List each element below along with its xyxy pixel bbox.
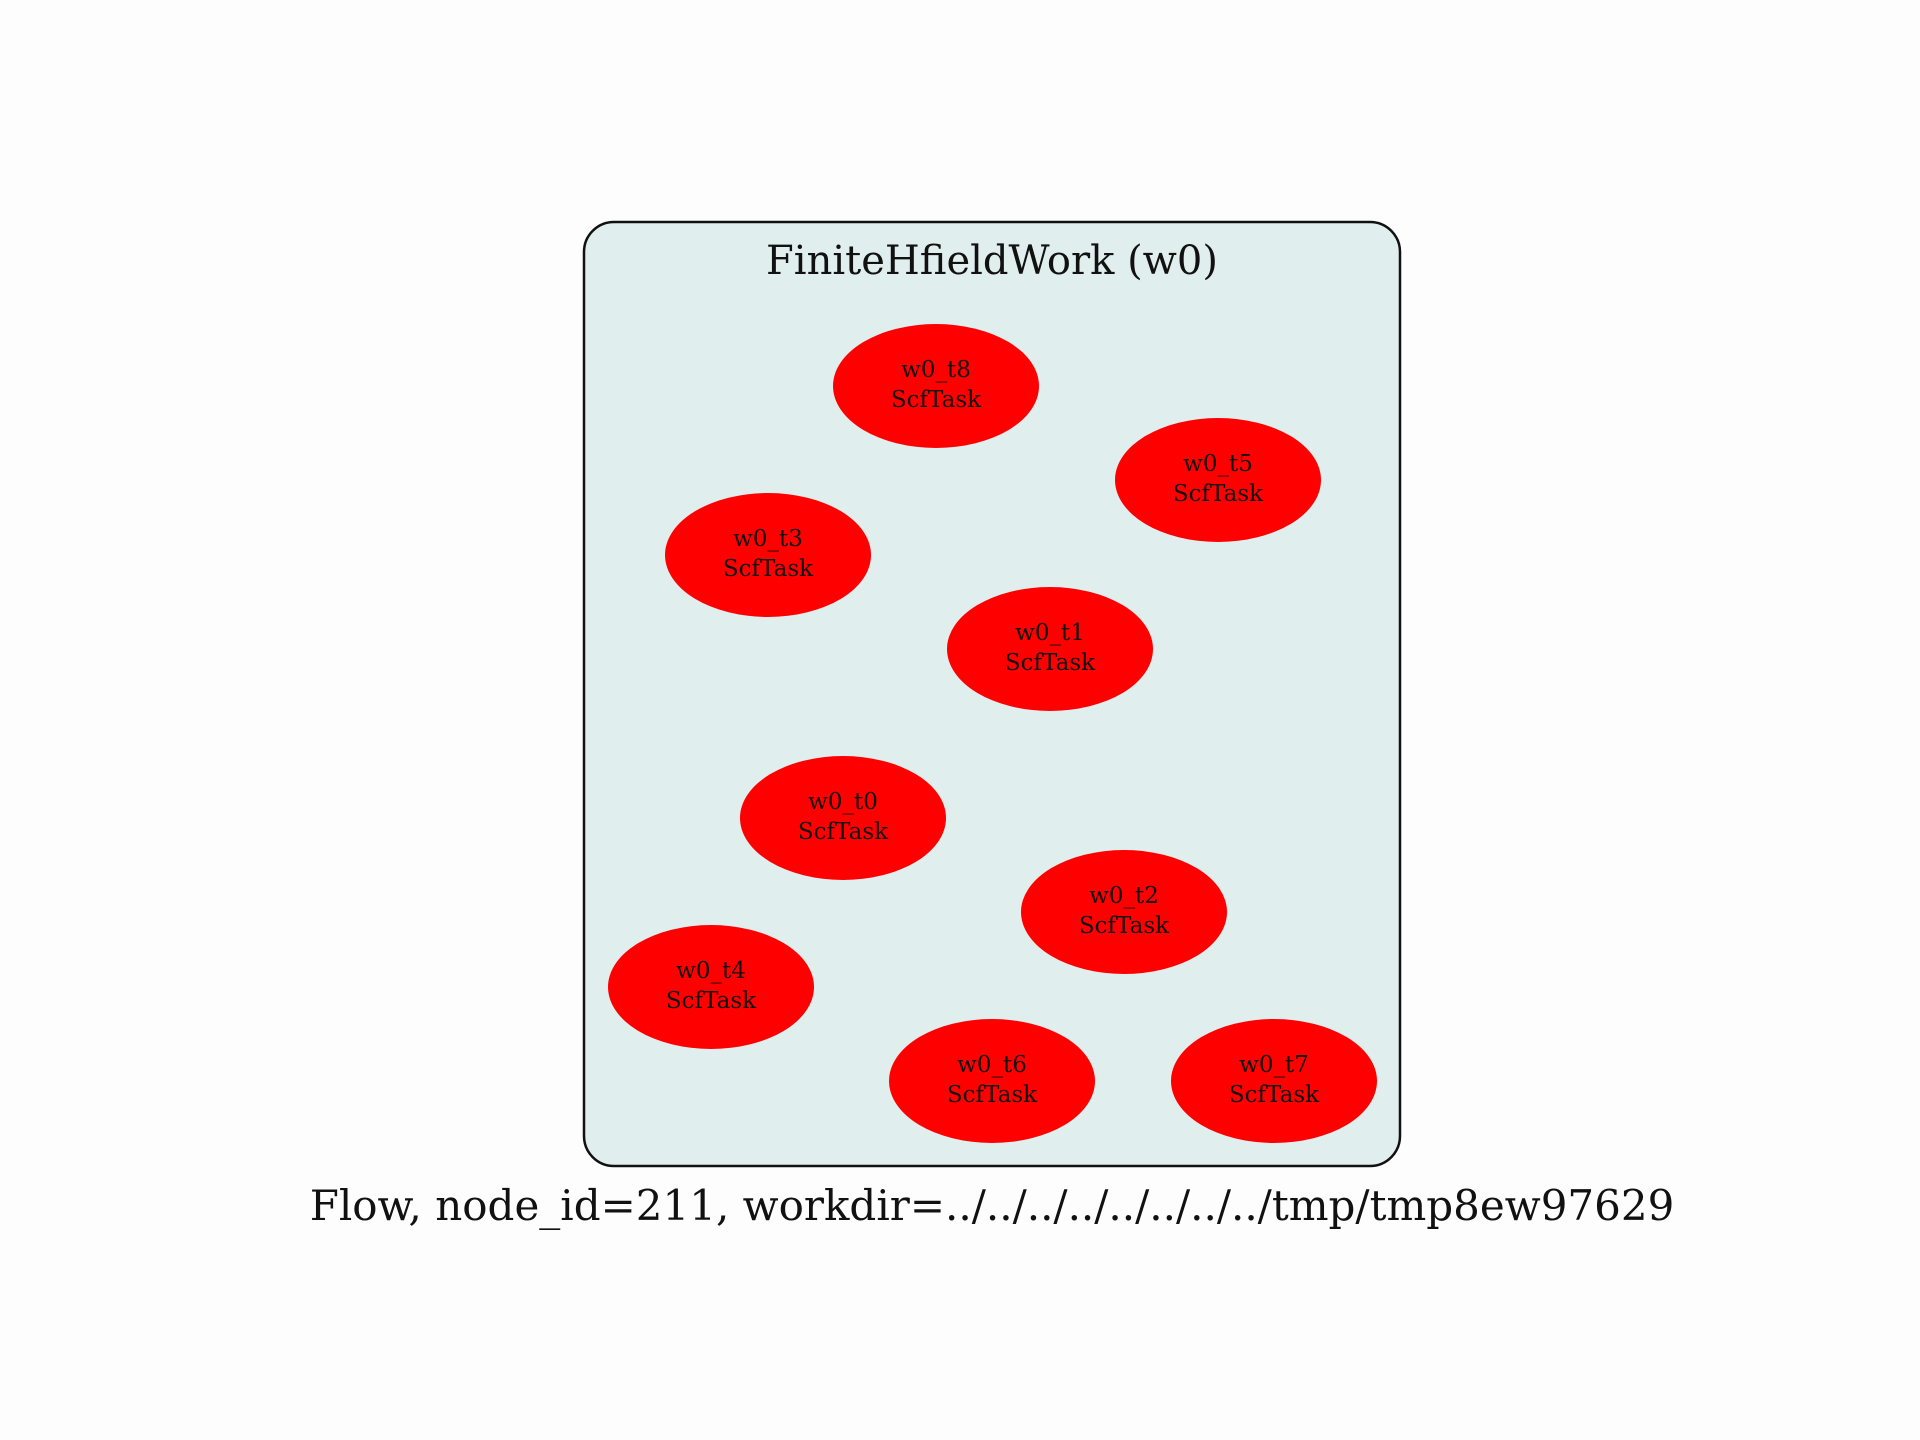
task-node-type: ScfTask	[1173, 481, 1264, 507]
task-node-label: w0_t5	[1183, 451, 1253, 477]
task-node-type: ScfTask	[891, 387, 982, 413]
task-nodes: w0_t8ScfTaskw0_t5ScfTaskw0_t3ScfTaskw0_t…	[608, 324, 1377, 1143]
task-node-ellipse	[947, 587, 1153, 711]
task-node-ellipse	[665, 493, 871, 617]
task-node-label: w0_t8	[901, 357, 971, 383]
task-node-label: w0_t2	[1089, 883, 1159, 909]
task-node-ellipse	[1171, 1019, 1377, 1143]
task-node-label: w0_t0	[808, 789, 878, 815]
task-node-type: ScfTask	[1229, 1082, 1320, 1108]
task-node-ellipse	[1115, 418, 1321, 542]
task-node-ellipse	[833, 324, 1039, 448]
task-node-type: ScfTask	[1005, 650, 1096, 676]
flow-caption: Flow, node_id=211, workdir=../../../../.…	[310, 1181, 1675, 1230]
task-node-label: w0_t4	[676, 958, 746, 984]
task-node-ellipse	[740, 756, 946, 880]
task-node-type: ScfTask	[798, 819, 889, 845]
task-node-type: ScfTask	[1079, 913, 1170, 939]
task-node-ellipse	[608, 925, 814, 1049]
cluster-title: FiniteHfieldWork (w0)	[766, 238, 1218, 284]
task-node-label: w0_t3	[733, 526, 803, 552]
task-node-label: w0_t7	[1239, 1052, 1309, 1078]
task-node-type: ScfTask	[947, 1082, 1038, 1108]
task-node-type: ScfTask	[666, 988, 757, 1014]
task-node-ellipse	[889, 1019, 1095, 1143]
task-node-label: w0_t1	[1015, 620, 1085, 646]
task-node-type: ScfTask	[723, 556, 814, 582]
task-node-label: w0_t6	[957, 1052, 1027, 1078]
task-node-ellipse	[1021, 850, 1227, 974]
